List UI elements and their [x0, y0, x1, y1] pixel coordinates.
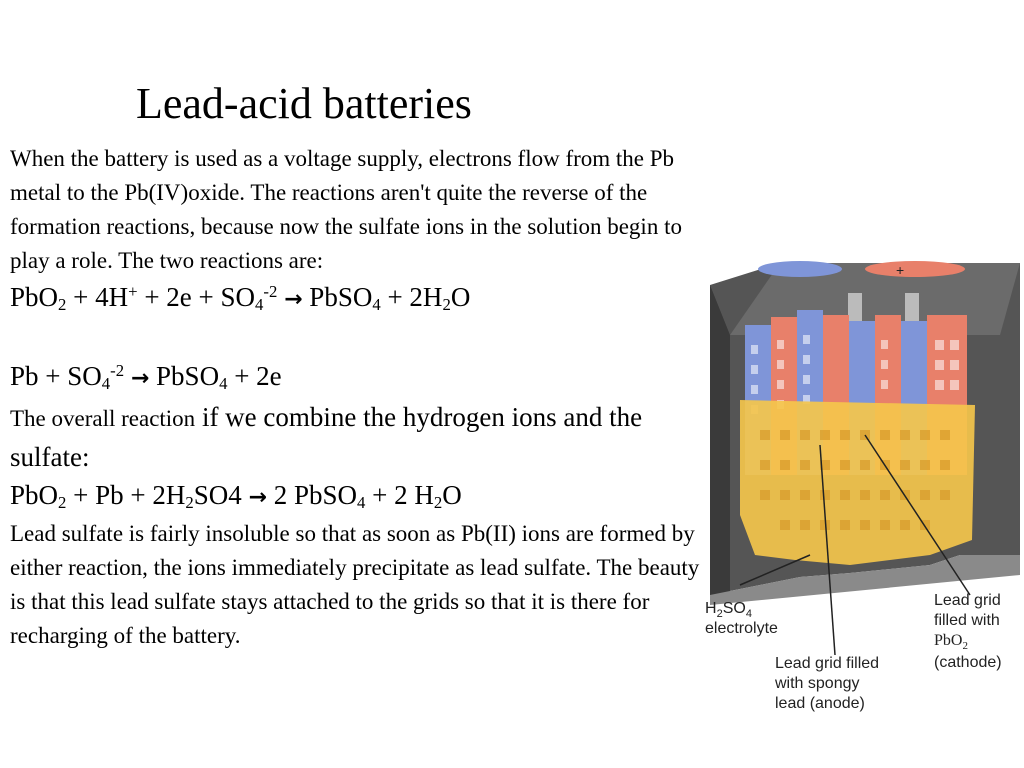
right-arrow-icon: → — [284, 287, 303, 312]
label-cathode-line1: Lead grid — [934, 592, 1001, 609]
label-anode-line3: lead (anode) — [775, 695, 865, 712]
leader-line-electrolyte — [739, 554, 811, 586]
electrolyte-region — [740, 400, 975, 565]
positive-sign: + — [896, 262, 904, 278]
battery-cutaway-figure: + — [700, 255, 1024, 715]
overall-reaction-text: The overall reaction if we combine the h… — [10, 402, 643, 472]
battery-floor — [710, 555, 1020, 605]
leader-line-cathode — [864, 434, 971, 596]
equation-overall: PbO2 + Pb + 2H2SO4 → 2 PbSO4 + 2 H2O — [10, 480, 462, 513]
label-cathode-line2: filled with — [934, 612, 1000, 629]
positive-terminal — [865, 261, 965, 277]
battery-cutaway-illustration: + — [705, 261, 1020, 712]
battery-case-side — [710, 285, 730, 600]
intro-paragraph: When the battery is used as a voltage su… — [10, 146, 682, 273]
label-electrolyte: electrolyte — [705, 620, 778, 637]
closing-paragraph: Lead sulfate is fairly insoluble so that… — [10, 521, 700, 648]
label-cathode-formula: PbO2 — [934, 632, 968, 652]
leader-line-anode — [819, 444, 836, 656]
label-electrolyte-formula: H2SO4 — [705, 600, 752, 620]
slide-content: When the battery is used as a voltage su… — [10, 142, 710, 653]
right-arrow-icon: → — [248, 485, 267, 510]
equation-cathode: PbO2 + 4H+ + 2e + SO4-2 → PbSO4 + 2H2O — [10, 281, 471, 315]
label-anode-line1: Lead grid filled — [775, 655, 879, 672]
equation-anode: Pb + SO4-2 → PbSO4 + 2e — [10, 360, 282, 394]
label-anode-line2: with spongy — [774, 675, 860, 692]
slide-title: Lead-acid batteries — [136, 79, 472, 128]
right-arrow-icon: → — [130, 366, 150, 391]
negative-terminal — [758, 261, 842, 277]
spacer — [10, 319, 710, 357]
label-cathode-line4: (cathode) — [934, 654, 1002, 671]
